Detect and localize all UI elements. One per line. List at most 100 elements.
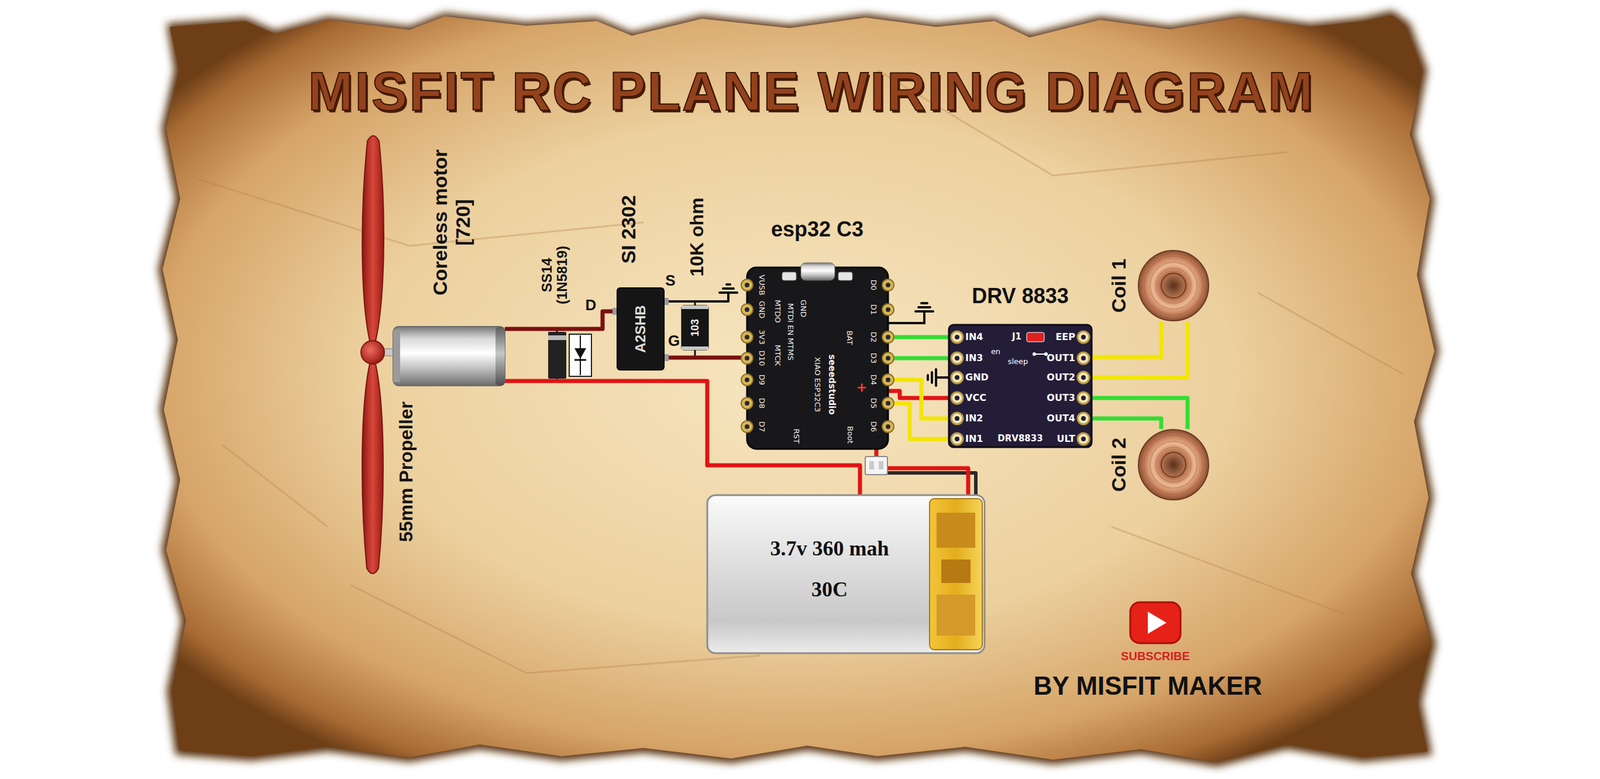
board-pad xyxy=(1077,371,1090,384)
board-pad-hole xyxy=(954,395,960,401)
diode-body xyxy=(548,331,567,379)
driver-board-outline xyxy=(948,324,1092,447)
board-pad xyxy=(951,432,963,445)
resistor-end xyxy=(681,305,709,309)
jumper-symbol xyxy=(1032,352,1037,356)
diode-symbol xyxy=(574,359,587,361)
board-pad-hole xyxy=(954,374,960,380)
coreless-motor-outline xyxy=(393,326,505,386)
board-body xyxy=(948,324,1092,447)
pin-label: J1 xyxy=(1012,331,1022,342)
pin-label: D1 xyxy=(869,304,879,315)
pin-label: D4 xyxy=(869,374,879,385)
board-pad-hole xyxy=(1081,334,1086,340)
wire xyxy=(888,379,949,419)
resistor: 10K ohm103 xyxy=(681,305,709,350)
board-pad-hole xyxy=(744,282,750,288)
battery-outline xyxy=(707,494,985,653)
usb-c-port xyxy=(800,262,835,281)
pin-label: D2 xyxy=(869,331,879,343)
wire xyxy=(1091,418,1162,429)
motor-bearing xyxy=(393,329,401,383)
pin-label: IN4 xyxy=(965,331,983,343)
diode-stripe xyxy=(548,335,567,340)
pin-label: VCC xyxy=(965,392,987,404)
board-pad-hole xyxy=(954,436,960,442)
board-name: XIAO ESP32C3 xyxy=(813,356,822,412)
jumper xyxy=(1026,332,1045,342)
subscribe-text: SUBSCRIBE xyxy=(1120,649,1190,663)
board-pad xyxy=(741,279,753,291)
battery-pcb-tape xyxy=(929,498,983,650)
board-pad-hole xyxy=(885,334,891,340)
wire xyxy=(888,356,949,361)
battery-body xyxy=(707,494,985,653)
wire xyxy=(888,390,949,398)
source-wire xyxy=(668,292,729,302)
board-pad xyxy=(882,331,894,343)
battery: 3.7v 360 mah30C xyxy=(707,494,985,653)
board-pad-hole xyxy=(885,424,891,429)
wire xyxy=(1091,397,1188,429)
part-label: Coreless motor [720] xyxy=(428,134,475,311)
board-name: DRV8833 xyxy=(997,433,1043,444)
pin-label: IN3 xyxy=(965,352,983,364)
propeller-blade xyxy=(362,352,384,574)
part-label: 10K ohm xyxy=(686,197,708,277)
battery-negative-wire xyxy=(887,472,976,495)
board-pad-hole xyxy=(954,415,960,421)
propeller-hub xyxy=(360,340,385,364)
youtube-logo-box xyxy=(1130,601,1181,643)
wire xyxy=(1091,321,1188,378)
pin-label: BAT xyxy=(845,330,855,346)
board-pad-hole xyxy=(744,377,750,383)
credit-text: BY MISFIT MAKER xyxy=(1033,671,1262,701)
board-pad xyxy=(741,420,753,433)
part-marking: A2SHB xyxy=(632,304,649,353)
jst-connector-pin xyxy=(869,460,875,470)
pin-label: D6 xyxy=(869,421,879,432)
board-pad xyxy=(882,352,894,364)
pin-label: GND xyxy=(799,299,808,318)
title: MISFIT RC PLANE WIRING DIAGRAM xyxy=(308,60,1315,123)
coil-hole xyxy=(1161,452,1186,477)
part-label: SS14 (1N5819) xyxy=(539,231,571,319)
pin-label: VUSB xyxy=(757,274,767,296)
board-pad xyxy=(741,303,753,316)
pin-label: sleep xyxy=(1007,357,1029,367)
board-button xyxy=(838,272,853,281)
pin-label: D0 xyxy=(869,279,879,291)
board-pad-hole xyxy=(744,334,750,340)
motor-can xyxy=(393,326,505,386)
mosfet: SI 2302A2SHB xyxy=(612,287,669,370)
battery-rating: 3.7v 360 mah xyxy=(769,536,889,561)
jst-connector-body xyxy=(865,456,888,475)
board-pad-hole xyxy=(954,355,960,361)
board-pad xyxy=(741,373,753,386)
coil-winding xyxy=(1150,441,1197,488)
driver-board: DRV 8833IN4IN3GNDVCCIN2IN1EEPOUT1OUT2OUT… xyxy=(948,324,1092,447)
pin-label: MTCK xyxy=(773,344,783,366)
pin-label: ULT xyxy=(1057,433,1076,445)
pin-label: GND xyxy=(757,300,767,319)
board-pad-hole xyxy=(885,307,891,312)
propeller: 55mm Propeller xyxy=(351,132,396,577)
parchment-burn xyxy=(157,10,1440,767)
board-pad xyxy=(741,352,753,364)
wire xyxy=(888,403,949,439)
board-pad-hole xyxy=(744,307,750,312)
pin-label: D10 xyxy=(757,350,767,367)
diode-outline xyxy=(548,330,593,380)
part-label: Coil 2 xyxy=(1107,437,1131,492)
pin-label: MTDI EN MTMS xyxy=(786,303,796,361)
propeller-outline xyxy=(351,132,396,577)
brand-name: seeedstudio xyxy=(826,353,836,415)
board-pad-hole xyxy=(885,282,891,288)
parchment-crease xyxy=(187,70,1405,673)
diode: SS14 (1N5819) xyxy=(548,330,593,380)
pin-label: OUT4 xyxy=(1046,413,1076,424)
resistor-end xyxy=(681,346,709,350)
pin-label: D7 xyxy=(757,421,767,432)
